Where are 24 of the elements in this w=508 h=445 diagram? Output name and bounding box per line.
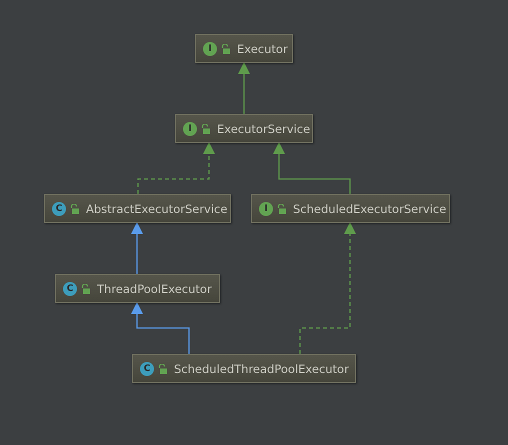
type-badge: I xyxy=(203,42,217,56)
class-name: AbstractExecutorService xyxy=(86,202,228,216)
class-box xyxy=(44,194,231,223)
class-box xyxy=(251,194,450,223)
arrow xyxy=(131,302,190,354)
dashed-arrow xyxy=(299,222,356,354)
arrow xyxy=(238,62,250,114)
arrow xyxy=(131,222,143,274)
class-name: ScheduledExecutorService xyxy=(293,202,446,216)
class-name: Executor xyxy=(237,42,288,56)
class-box xyxy=(195,34,293,63)
arrow xyxy=(273,142,351,194)
class-box xyxy=(55,274,220,303)
class-name: ThreadPoolExecutor xyxy=(97,282,212,296)
class-box xyxy=(175,114,313,143)
type-badge: C xyxy=(140,362,154,376)
class-name: ScheduledThreadPoolExecutor xyxy=(174,362,349,376)
type-badge: I xyxy=(259,202,273,216)
type-badge: I xyxy=(183,122,197,136)
type-badge: C xyxy=(63,282,77,296)
class-box xyxy=(132,354,356,383)
type-badge: C xyxy=(52,202,66,216)
dashed-arrow xyxy=(137,142,215,194)
class-name: ExecutorService xyxy=(217,122,310,136)
